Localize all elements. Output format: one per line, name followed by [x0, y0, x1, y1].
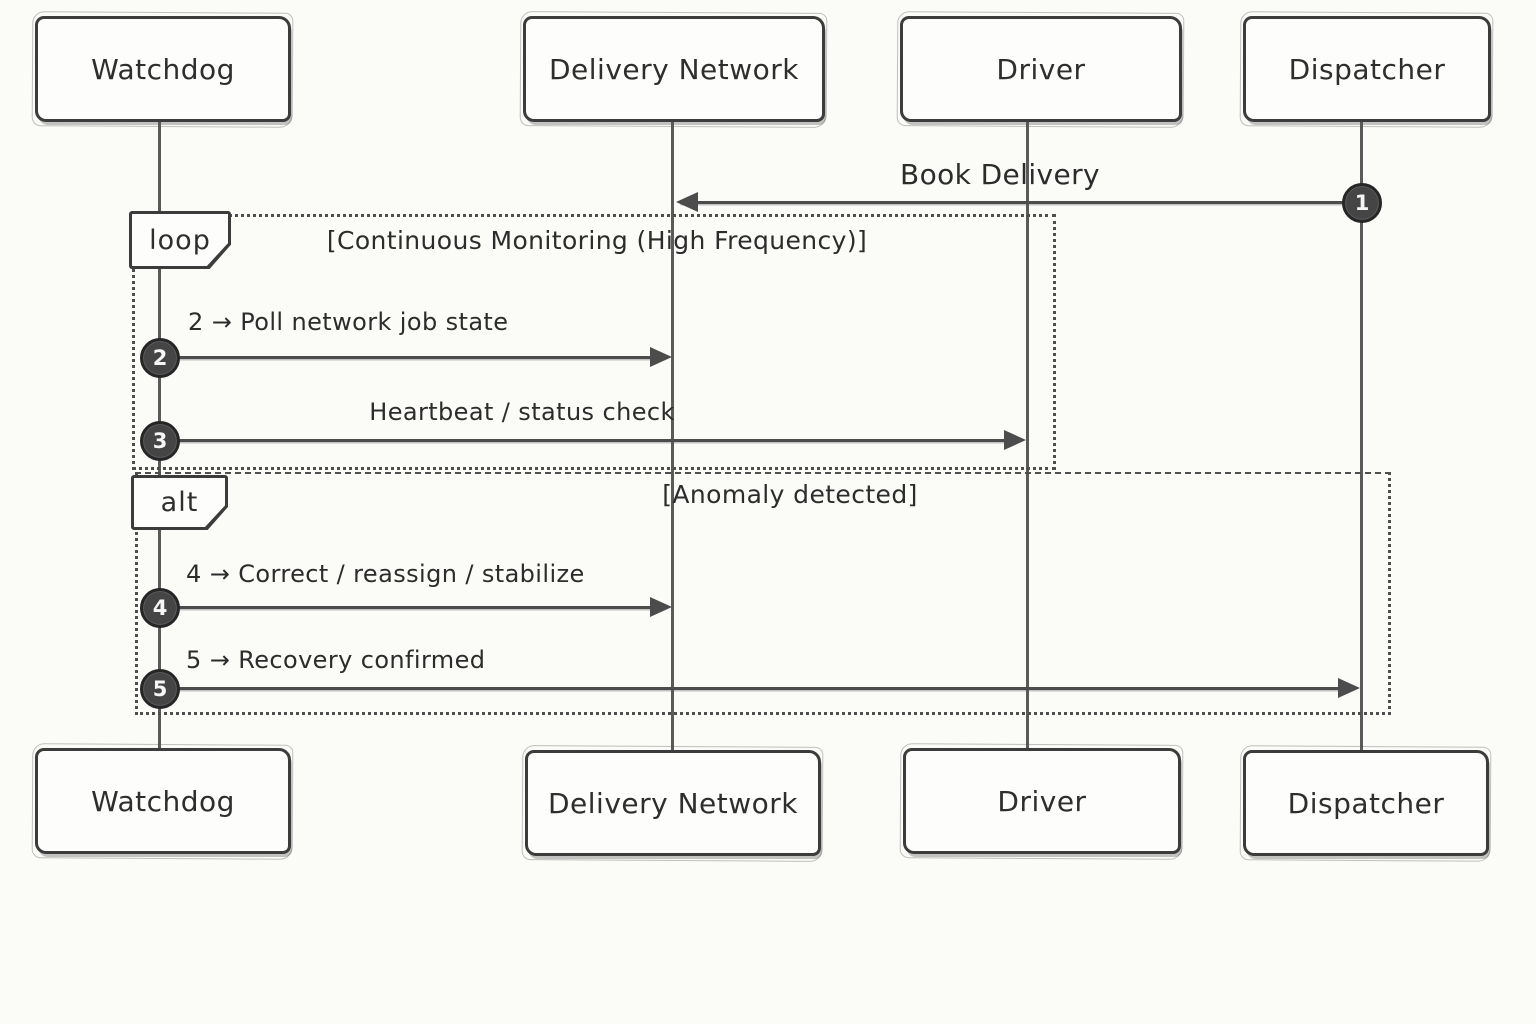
message-label-book-delivery: Book Delivery: [899, 158, 1100, 191]
message-line-recovery-confirmed: [160, 687, 1340, 690]
actor-watchdog-bottom: Watchdog: [35, 748, 291, 854]
loop-condition: [Continuous Monitoring (High Frequency)]: [326, 226, 868, 255]
message-label-recovery-confirmed: 5 → Recovery confirmed: [186, 646, 486, 674]
alt-condition: [Anomaly detected]: [662, 480, 918, 509]
actor-watchdog-top: Watchdog: [35, 16, 291, 122]
message-line-book-delivery: [680, 201, 1360, 204]
actor-delivery-network-top: Delivery Network: [523, 16, 825, 122]
arrowhead-left-icon: [676, 192, 698, 212]
message-label-heartbeat: Heartbeat / status check: [369, 398, 675, 426]
actor-label: Driver: [997, 784, 1087, 818]
actor-label: Driver: [996, 52, 1086, 86]
actor-label: Dispatcher: [1287, 786, 1445, 820]
actor-label: Watchdog: [91, 52, 235, 86]
message-line-poll-network: [160, 356, 652, 359]
arrowhead-right-icon: [1338, 678, 1360, 698]
sequence-badge-3: 3: [140, 421, 180, 461]
actor-driver-top: Driver: [900, 16, 1182, 122]
actor-driver-bottom: Driver: [903, 748, 1181, 854]
message-label-correct-reassign: 4 → Correct / reassign / stabilize: [186, 560, 585, 588]
alt-frame: [135, 472, 1391, 715]
loop-frame: [132, 214, 1056, 470]
actor-label: Delivery Network: [547, 786, 799, 820]
actor-label: Dispatcher: [1288, 52, 1446, 86]
sequence-badge-4: 4: [140, 588, 180, 628]
actor-dispatcher-bottom: Dispatcher: [1243, 750, 1489, 856]
loop-tag-label: loop: [132, 214, 228, 266]
message-label-poll-network: 2 → Poll network job state: [188, 308, 509, 336]
alt-frame-tag: alt: [131, 475, 228, 530]
arrowhead-right-icon: [650, 597, 672, 617]
lifeline-delivery-network: [671, 115, 674, 753]
lifeline-driver: [1026, 115, 1029, 753]
sequence-badge-5: 5: [140, 669, 180, 709]
actor-dispatcher-top: Dispatcher: [1243, 16, 1491, 122]
alt-tag-label: alt: [134, 478, 225, 527]
sequence-badge-2: 2: [140, 338, 180, 378]
lifeline-dispatcher: [1360, 115, 1363, 753]
actor-label: Watchdog: [91, 784, 235, 818]
message-line-heartbeat: [160, 439, 1008, 442]
loop-frame-tag: loop: [129, 211, 231, 269]
actor-delivery-network-bottom: Delivery Network: [525, 750, 821, 856]
actor-label: Delivery Network: [548, 52, 800, 86]
arrowhead-right-icon: [1004, 430, 1026, 450]
arrowhead-right-icon: [650, 347, 672, 367]
sequence-badge-1: 1: [1342, 183, 1382, 223]
message-line-correct-reassign: [160, 606, 652, 609]
